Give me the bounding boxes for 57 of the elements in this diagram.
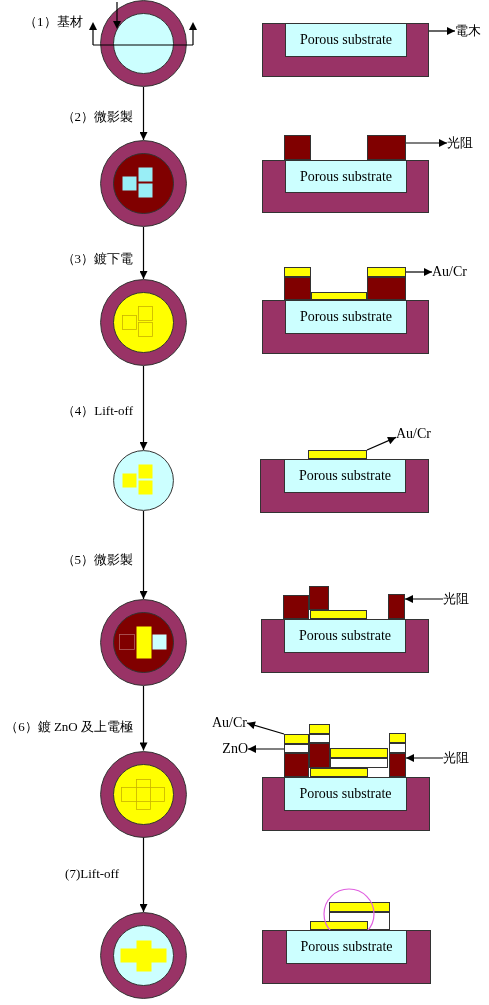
layer-label: 光阻 — [447, 135, 473, 151]
layer-label: 光阻 — [443, 750, 469, 766]
flow-arrow — [139, 86, 148, 141]
flow-arrow — [139, 226, 148, 280]
photoresist-block — [367, 135, 406, 160]
layer-label: 電木 — [455, 23, 481, 39]
photoresist-block — [388, 594, 405, 619]
flow-arrow — [139, 836, 148, 913]
porous-substrate: Porous substrate — [285, 23, 407, 57]
porous-substrate: Porous substrate — [286, 930, 407, 964]
wafer-top-view-drawing — [100, 912, 187, 999]
step-label: (7)Lift-off — [65, 866, 119, 882]
bakelite-holder — [261, 619, 429, 673]
layer-label: ZnO — [222, 740, 248, 758]
porous-substrate: Porous substrate — [284, 459, 406, 493]
bakelite-holder — [262, 930, 431, 984]
wafer-top-view-drawing — [100, 140, 187, 227]
photoresist-block — [389, 753, 406, 777]
porous-substrate: Porous substrate — [284, 777, 407, 811]
bakelite-holder — [262, 777, 430, 831]
layer-label: Au/Cr — [396, 425, 431, 443]
wafer-top-view-drawing — [100, 0, 187, 87]
wafer-top-view-drawing — [100, 599, 187, 686]
leader-arrow — [405, 268, 433, 276]
leader-arrow — [405, 139, 448, 147]
step-label: （3）鍍下電 — [61, 251, 133, 267]
wafer-top-view-drawing — [100, 279, 187, 366]
flow-arrow — [139, 365, 148, 451]
porous-substrate: Porous substrate — [285, 300, 407, 334]
porous-substrate: Porous substrate — [285, 160, 407, 193]
metal-layer — [308, 450, 367, 459]
flow-arrow — [139, 510, 148, 600]
layer-label: 光阻 — [443, 591, 469, 607]
porous-substrate: Porous substrate — [284, 619, 406, 653]
bakelite-holder — [262, 300, 429, 354]
bakelite-holder — [262, 160, 429, 213]
step-label: （5）微影製 — [61, 552, 133, 568]
metal-layer — [284, 734, 309, 744]
step-label: （6）鍍 ZnO 及上電極 — [5, 719, 133, 735]
layer-label: Au/Cr — [432, 263, 467, 281]
bakelite-holder — [262, 23, 429, 77]
wafer-top-view-drawing — [113, 450, 174, 511]
leader-arrow — [405, 754, 444, 762]
metal-layer — [367, 267, 406, 277]
leader-arrow — [404, 595, 444, 603]
step-label: （2）微影製 — [61, 109, 133, 125]
layer-label: Au/Cr — [212, 714, 247, 732]
leader-arrow — [246, 721, 285, 735]
leader-arrow — [428, 27, 456, 35]
wafer-top-view-drawing — [100, 750, 187, 838]
bakelite-holder — [260, 459, 429, 513]
leader-arrow — [247, 745, 285, 753]
flow-arrow — [139, 685, 148, 752]
step-label: （1）基材 — [24, 14, 83, 30]
leader-arrow — [366, 436, 397, 451]
zno-layer — [284, 744, 309, 753]
step-label: （4）Lift-off — [61, 403, 133, 419]
